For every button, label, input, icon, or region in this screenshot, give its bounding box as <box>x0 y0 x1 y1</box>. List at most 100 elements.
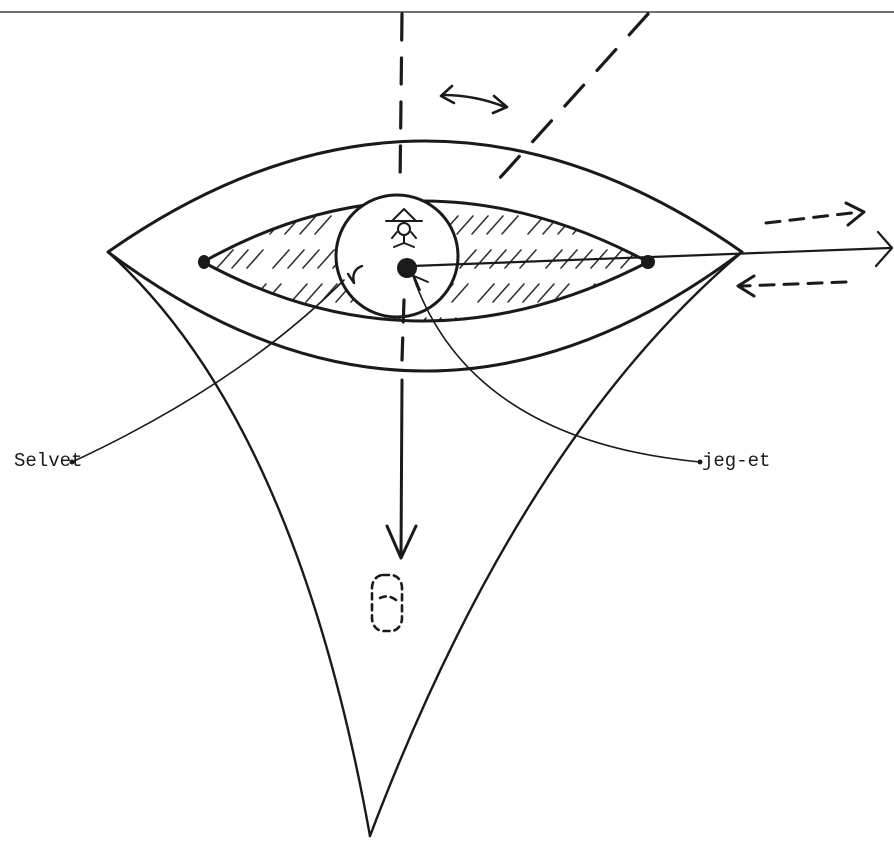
hatch-stroke <box>493 284 509 302</box>
hatch-stroke <box>169 216 185 234</box>
hatch-stroke <box>452 284 468 302</box>
hatch-stroke <box>682 182 698 200</box>
center-dot <box>397 258 417 278</box>
hatch-stroke <box>588 216 604 234</box>
hatch-stroke <box>252 182 268 200</box>
hatch-stroke <box>712 182 728 200</box>
hatch-stroke <box>172 250 188 268</box>
hatch-stroke <box>713 318 729 336</box>
hatch-stroke <box>502 216 518 234</box>
hatch-stroke <box>267 182 283 200</box>
down-arrow-shaft <box>401 380 402 556</box>
hatch-stroke <box>354 318 370 336</box>
hatch-stroke <box>152 318 168 336</box>
hatch-stroke <box>286 352 302 370</box>
hatch-stroke <box>353 182 369 200</box>
hatch-stroke <box>589 352 605 370</box>
hatch-stroke <box>644 216 660 234</box>
hatch-stroke <box>707 250 723 268</box>
hatch-stroke <box>271 352 287 370</box>
hatch-stroke <box>520 250 536 268</box>
hatch-stroke <box>369 318 385 336</box>
hatch-stroke <box>318 250 334 268</box>
hatch-stroke <box>710 284 726 302</box>
hatch-stroke <box>155 352 171 370</box>
hatch-stroke <box>215 352 231 370</box>
hatch-stroke <box>614 216 630 234</box>
hatch-stroke <box>570 182 586 200</box>
outward-dashed-arrow-icon <box>766 203 864 225</box>
hatch-stroke <box>197 318 213 336</box>
hatch-stroke <box>546 250 562 268</box>
funnel-right-edge <box>370 252 742 836</box>
hatch-stroke <box>485 318 501 336</box>
hatch-stroke <box>555 182 571 200</box>
hatch-stroke <box>490 250 506 268</box>
hatch-stroke <box>487 216 503 234</box>
hatch-stroke <box>214 216 230 234</box>
vertical-dashed-axis <box>400 14 402 186</box>
hatch-stroke <box>469 182 485 200</box>
hatch-stroke <box>308 182 324 200</box>
diagonal-dashed-line <box>498 14 648 180</box>
hatch-stroke <box>624 284 640 302</box>
hatch-stroke <box>645 352 661 370</box>
hatch-stroke <box>540 182 556 200</box>
hatch-stroke <box>659 216 675 234</box>
hatch-stroke <box>181 182 197 200</box>
hatch-stroke <box>690 352 706 370</box>
hatch-stroke <box>538 284 554 302</box>
hatch-stroke <box>182 318 198 336</box>
hatch-stroke <box>237 182 253 200</box>
dashed-object-icon <box>372 575 402 631</box>
hatch-stroke <box>288 250 304 268</box>
hatch-stroke <box>660 352 676 370</box>
label-jeg-et: jeg-et <box>702 452 770 471</box>
hatch-stroke <box>306 284 322 302</box>
hatch-stroke <box>151 182 167 200</box>
hatch-stroke <box>315 216 331 234</box>
hatch-stroke <box>571 318 587 336</box>
hatch-stroke <box>339 318 355 336</box>
hatch-stroke <box>185 352 201 370</box>
hatch-stroke <box>184 216 200 234</box>
hatch-stroke <box>268 318 284 336</box>
hatch-stroke <box>205 284 221 302</box>
hatch-stroke <box>166 182 182 200</box>
hatch-stroke <box>604 352 620 370</box>
hatch-stroke <box>303 250 319 268</box>
hatch-stroke <box>232 250 248 268</box>
inward-dashed-arrow-icon <box>738 276 846 296</box>
hatch-stroke <box>692 250 708 268</box>
hatch-stroke <box>523 284 539 302</box>
hatch-stroke <box>199 216 215 234</box>
hatch-stroke <box>596 182 612 200</box>
left-lens-dot <box>198 255 210 269</box>
hatch-stroke <box>672 318 688 336</box>
hatch-stroke <box>642 318 658 336</box>
hatch-stroke <box>235 284 251 302</box>
hatch-stroke <box>424 182 440 200</box>
label-selvet: Selvet <box>14 452 82 471</box>
hatch-stroke <box>639 284 655 302</box>
hatch-stroke <box>460 250 476 268</box>
hatch-stroke <box>439 182 455 200</box>
hatch-stroke <box>457 216 473 234</box>
hatch-stroke <box>256 352 272 370</box>
vertical-dashed-axis-lower <box>402 300 404 360</box>
hatch-stroke <box>282 182 298 200</box>
right-lens-dot <box>641 255 655 269</box>
hatch-stroke <box>240 216 256 234</box>
hatch-stroke <box>697 182 713 200</box>
hatch-stroke <box>629 216 645 234</box>
hatch-stroke <box>324 318 340 336</box>
hatch-stroke <box>417 352 433 370</box>
hatch-stroke <box>715 216 731 234</box>
hatch-stroke <box>716 352 732 370</box>
hatch-stroke <box>200 352 216 370</box>
hatch-stroke <box>402 352 418 370</box>
hatch-stroke <box>170 352 186 370</box>
hatch-stroke <box>698 318 714 336</box>
hatch-stroke <box>574 352 590 370</box>
